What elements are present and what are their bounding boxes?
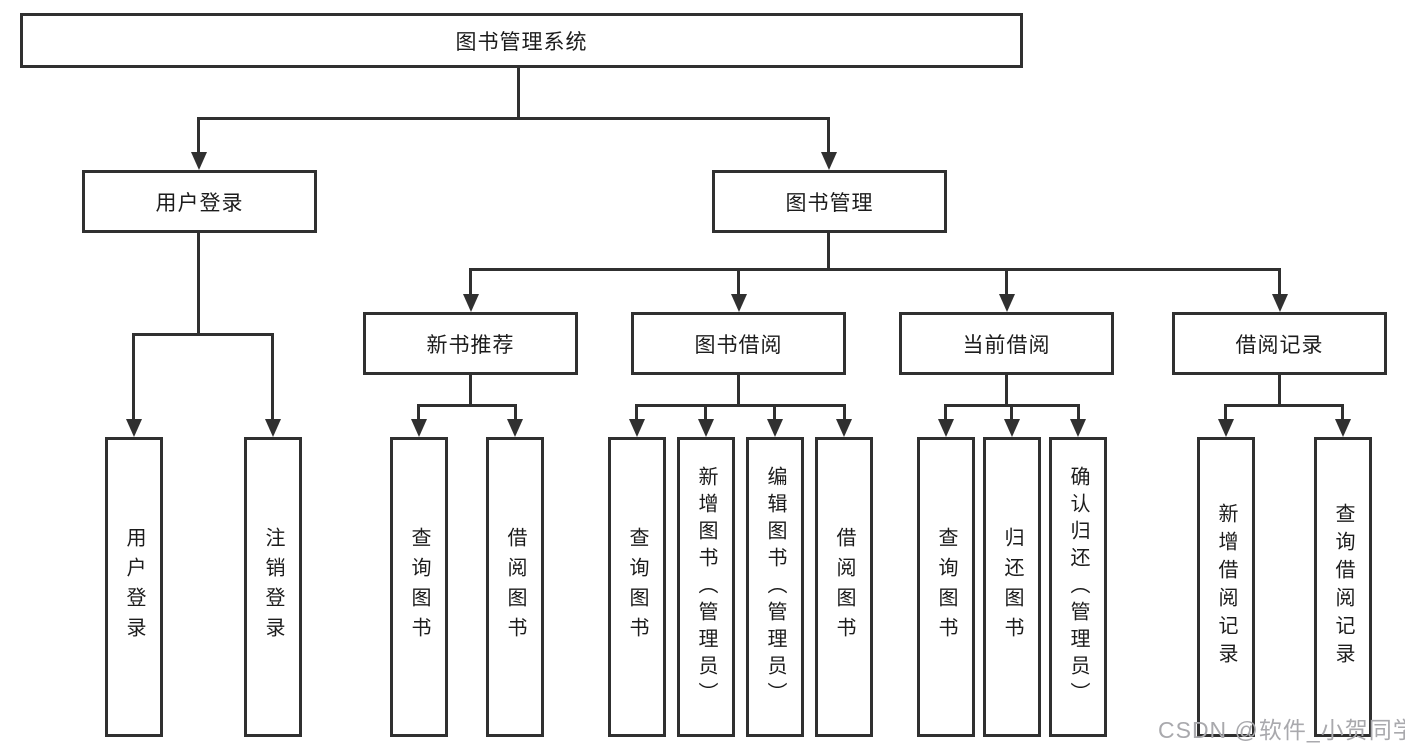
arrow-down-icon: [1004, 419, 1020, 437]
connector-line: [132, 333, 274, 336]
arrow-down-icon: [507, 419, 523, 437]
leaf-add-borrow-record: 新增借阅记录: [1197, 437, 1255, 737]
arrow-down-icon: [265, 419, 281, 437]
node-borrow-record: 借阅记录: [1172, 312, 1387, 375]
connector-line: [843, 404, 846, 421]
csdn-watermark: CSDN @软件_小贺同学: [1158, 717, 1405, 743]
connector-line: [773, 404, 776, 421]
node-book-borrow: 图书借阅: [631, 312, 846, 375]
connector-line: [635, 404, 638, 421]
connector-line: [827, 233, 830, 271]
arrow-down-icon: [938, 419, 954, 437]
arrow-down-icon: [821, 152, 837, 170]
connector-line: [1341, 404, 1344, 421]
leaf-confirm-return-admin: 确认归还（管理员）: [1049, 437, 1107, 737]
arrow-down-icon: [1335, 419, 1351, 437]
connector-line: [132, 333, 135, 421]
connector-line: [417, 404, 420, 421]
leaf-borrow-books: 借阅图书: [815, 437, 873, 737]
connector-line: [469, 268, 472, 296]
arrow-down-icon: [836, 419, 852, 437]
leaf-current-query-books: 查询图书: [917, 437, 975, 737]
connector-line: [514, 404, 517, 421]
leaf-query-borrow-record: 查询借阅记录: [1314, 437, 1372, 737]
connector-line: [1077, 404, 1080, 421]
arrow-down-icon: [191, 152, 207, 170]
connector-line: [517, 68, 520, 119]
arrow-down-icon: [1272, 294, 1288, 312]
connector-line: [1278, 268, 1281, 296]
connector-line: [1005, 268, 1008, 296]
arrow-down-icon: [463, 294, 479, 312]
connector-line: [1010, 404, 1013, 421]
connector-line: [469, 268, 1281, 271]
node-new-book-recommend: 新书推荐: [363, 312, 578, 375]
leaf-add-books-admin: 新增图书（管理员）: [677, 437, 735, 737]
arrow-down-icon: [698, 419, 714, 437]
node-book-management: 图书管理: [712, 170, 947, 233]
connector-line: [469, 375, 472, 406]
connector-line: [827, 117, 830, 154]
leaf-return-books: 归还图书: [983, 437, 1041, 737]
connector-line: [1005, 375, 1008, 406]
connector-line: [197, 233, 200, 335]
connector-line: [737, 375, 740, 406]
connector-line: [197, 117, 200, 154]
connector-line: [1224, 404, 1227, 421]
connector-line: [737, 268, 740, 296]
leaf-edit-books-admin: 编辑图书（管理员）: [746, 437, 804, 737]
connector-line: [417, 404, 517, 407]
node-user-login: 用户登录: [82, 170, 317, 233]
arrow-down-icon: [629, 419, 645, 437]
connector-line: [1224, 404, 1344, 407]
connector-line: [635, 404, 846, 407]
arrow-down-icon: [411, 419, 427, 437]
connector-line: [197, 117, 830, 120]
connector-line: [271, 333, 274, 421]
node-root: 图书管理系统: [20, 13, 1023, 68]
arrow-down-icon: [1070, 419, 1086, 437]
connector-line: [944, 404, 947, 421]
arrow-down-icon: [731, 294, 747, 312]
leaf-logout: 注销登录: [244, 437, 302, 737]
arrow-down-icon: [1218, 419, 1234, 437]
arrow-down-icon: [126, 419, 142, 437]
arrow-down-icon: [767, 419, 783, 437]
connector-line: [704, 404, 707, 421]
connector-line: [1278, 375, 1281, 406]
leaf-recommend-borrow-books: 借阅图书: [486, 437, 544, 737]
arrow-down-icon: [999, 294, 1015, 312]
leaf-user-login: 用户登录: [105, 437, 163, 737]
node-current-borrow: 当前借阅: [899, 312, 1114, 375]
leaf-recommend-query-books: 查询图书: [390, 437, 448, 737]
leaf-borrow-query-books: 查询图书: [608, 437, 666, 737]
